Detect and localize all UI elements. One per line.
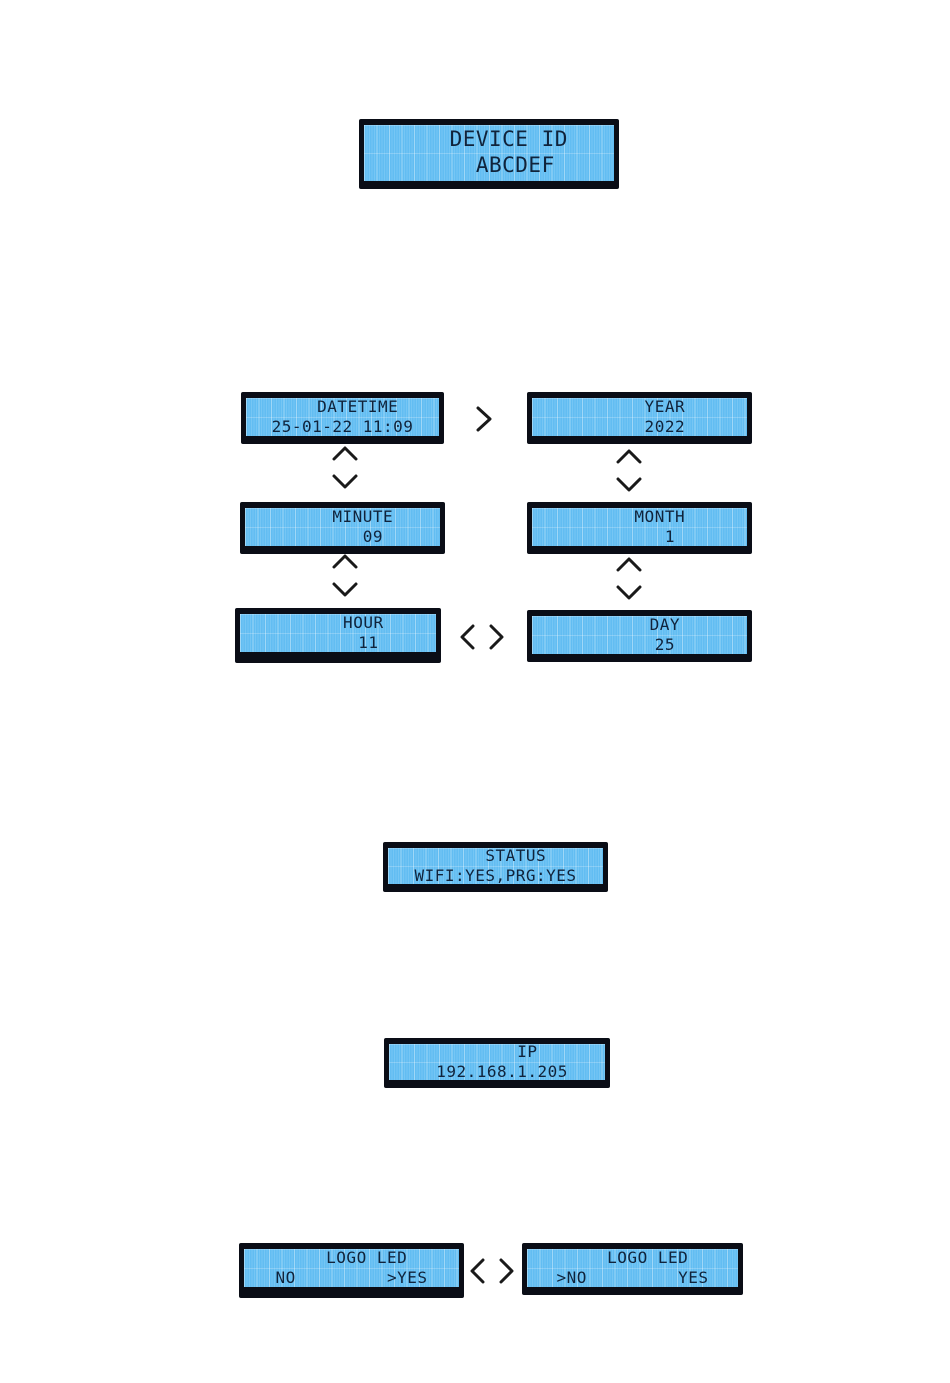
- chevron-down-icon-minute-hour: [329, 579, 361, 599]
- lcd-line-1: LOGO LED: [576, 1249, 689, 1268]
- lcd-line-2: ABCDEF: [423, 153, 555, 177]
- month-lcd-panel: MONTH 1: [527, 502, 752, 554]
- lcd-line-2: 192.168.1.205: [426, 1062, 568, 1080]
- lcd-line-1: MONTH: [593, 508, 686, 527]
- lcd-line-2: NO >YES: [275, 1268, 428, 1287]
- chevron-up-icon-year-month: [613, 446, 645, 466]
- lcd-line-1: LOGO LED: [295, 1249, 408, 1268]
- chevron-up-icon-minute-hour: [329, 551, 361, 571]
- lcd-line-1: DATETIME: [286, 398, 399, 417]
- lcd-line-2: 25-01-22 11:09: [271, 417, 414, 436]
- lcd-line-1: MINUTE: [291, 508, 394, 527]
- chevron-right-icon-logo-led: [493, 1252, 517, 1290]
- chevron-down-icon-month-day: [613, 582, 645, 602]
- lcd-line-2: 1: [604, 527, 675, 546]
- lcd-line-2: 2022: [593, 417, 686, 436]
- chevron-left-icon-logo-led: [467, 1252, 491, 1290]
- lcd-screen: DATETIME 25-01-22 11:09: [246, 398, 439, 436]
- lcd-screen: LOGO LED >NO YES: [527, 1249, 738, 1287]
- lcd-screen: DAY 25: [532, 616, 747, 654]
- logo-led-yes-lcd-panel: LOGO LED NO >YES: [239, 1243, 464, 1298]
- ip-lcd-panel: IP 192.168.1.205: [384, 1038, 610, 1088]
- chevron-left-icon-hour-day: [457, 618, 481, 656]
- chevron-up-icon-month-day: [613, 554, 645, 574]
- lcd-line-1: HOUR: [292, 614, 384, 633]
- lcd-screen: IP 192.168.1.205: [389, 1044, 605, 1080]
- device-id-lcd-panel: DEVICE ID ABCDEF: [359, 119, 619, 189]
- lcd-line-1: STATUS: [444, 848, 547, 866]
- lcd-line-1: IP: [456, 1044, 538, 1062]
- chevron-down-icon-year-month: [613, 474, 645, 494]
- hour-lcd-panel: HOUR 11: [235, 608, 441, 663]
- datetime-lcd-panel: DATETIME 25-01-22 11:09: [241, 392, 444, 444]
- year-lcd-panel: YEAR 2022: [527, 392, 752, 444]
- chevron-right-icon-hour-day: [483, 618, 507, 656]
- day-lcd-panel: DAY 25: [527, 610, 752, 662]
- lcd-screen: LOGO LED NO >YES: [244, 1249, 459, 1287]
- logo-led-no-lcd-panel: LOGO LED >NO YES: [522, 1243, 743, 1295]
- lcd-line-2: WIFI:YES,PRG:YES: [414, 866, 577, 884]
- chevron-down-icon-datetime-minute: [329, 471, 361, 491]
- chevron-right-icon-datetime-to-year: [470, 400, 498, 438]
- lcd-line-2: 11: [297, 633, 379, 652]
- lcd-screen: MINUTE 09: [245, 508, 440, 546]
- lcd-screen: MONTH 1: [532, 508, 747, 546]
- lcd-line-1: DEVICE ID: [410, 127, 568, 152]
- lcd-screen: HOUR 11: [240, 614, 436, 652]
- status-lcd-panel: STATUS WIFI:YES,PRG:YES: [383, 842, 608, 892]
- minute-lcd-panel: MINUTE 09: [240, 502, 445, 554]
- chevron-up-icon-datetime-minute: [329, 443, 361, 463]
- lcd-screen: YEAR 2022: [532, 398, 747, 436]
- lcd-screen: STATUS WIFI:YES,PRG:YES: [388, 848, 603, 884]
- lcd-line-1: DAY: [598, 616, 681, 635]
- lcd-screen: DEVICE ID ABCDEF: [364, 125, 614, 181]
- lcd-line-1: YEAR: [593, 398, 686, 417]
- lcd-line-2: 09: [301, 527, 384, 546]
- lcd-line-2: >NO YES: [556, 1268, 709, 1287]
- lcd-line-2: 25: [604, 635, 675, 654]
